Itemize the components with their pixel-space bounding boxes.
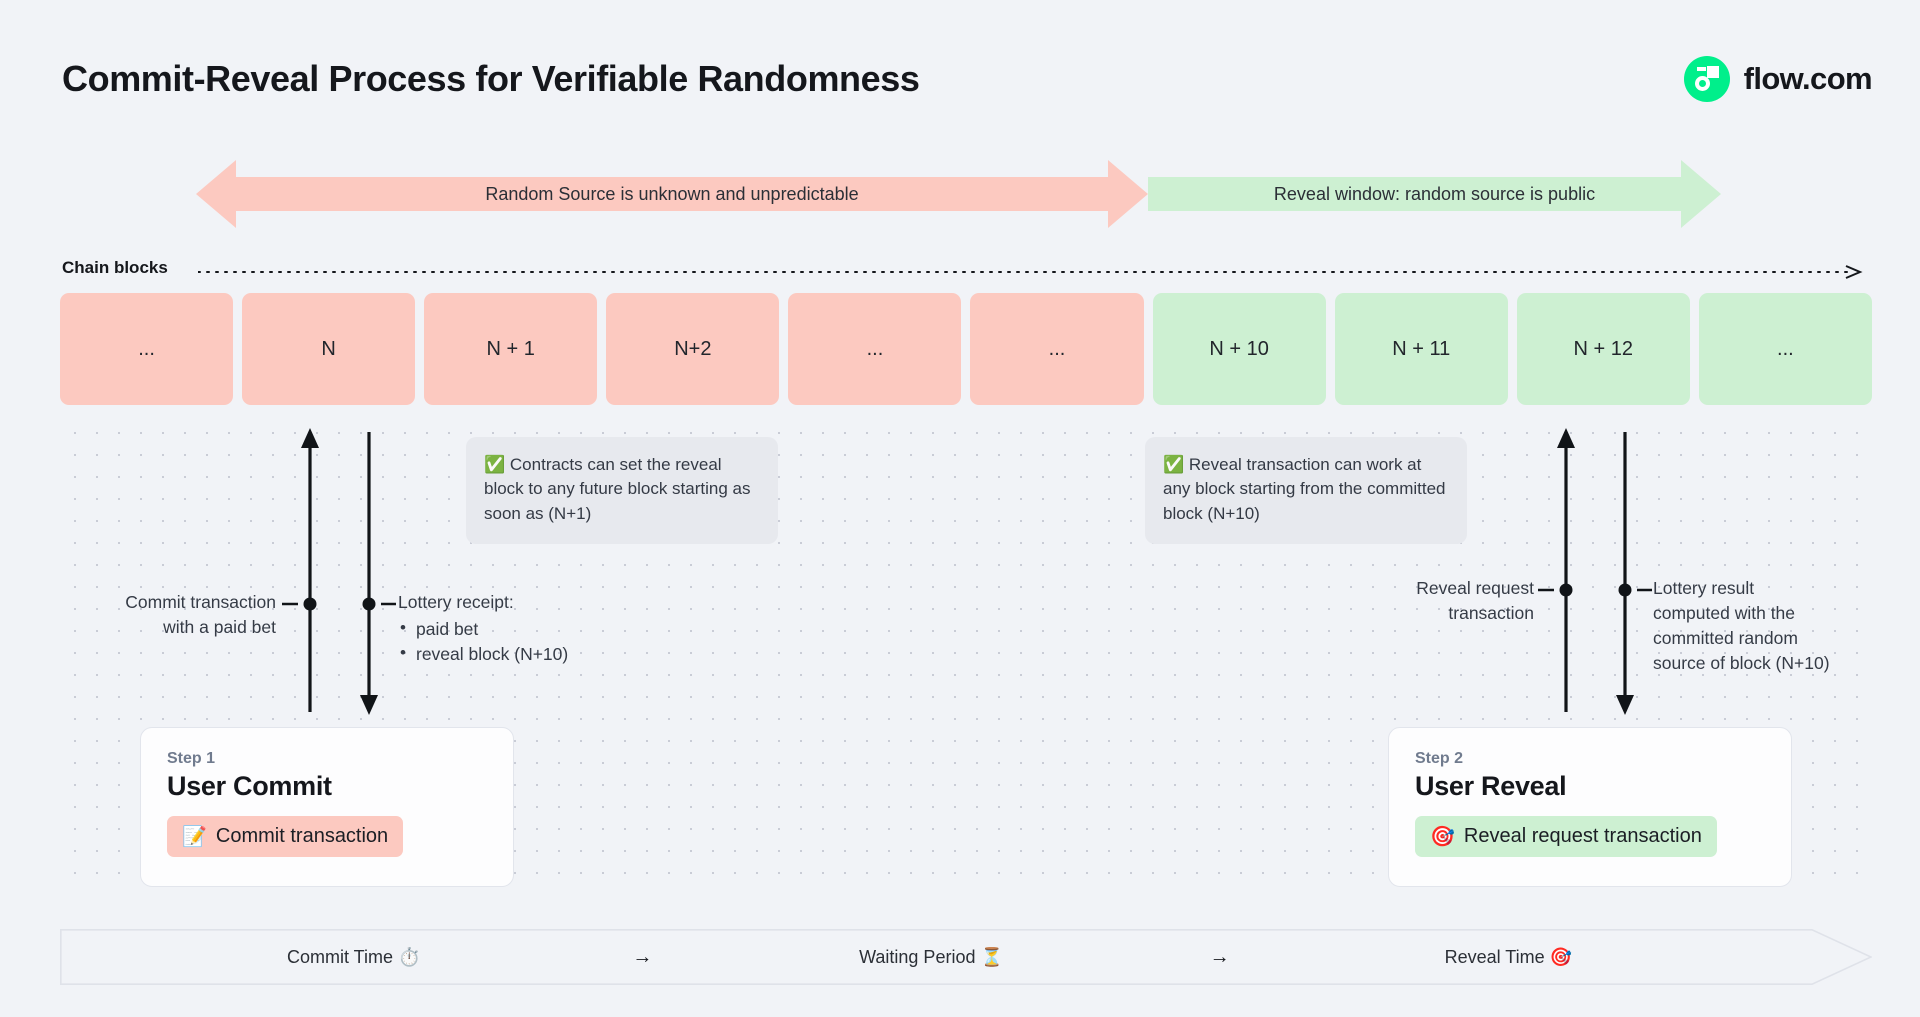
annotation-lottery-result: Lottery result computed with the committ… [1653,576,1893,675]
phase-banners: Random Source is unknown and unpredictab… [196,160,1721,228]
timeline-phase-reveal: Reveal Time 🎯 [1444,946,1573,967]
chain-block[interactable]: N+2 [606,293,780,405]
step-eyebrow: Step 2 [1415,750,1464,767]
chain-block[interactable]: N + 12 [1516,293,1690,405]
step-eyebrow: Step 1 [167,750,216,767]
step-card-user-reveal[interactable]: Step 2 User Reveal 🎯 Reveal request tran… [1388,727,1792,887]
header: Commit-Reveal Process for Verifiable Ran… [62,44,1873,114]
annotation-line: source of block (N+10) [1653,652,1830,673]
chain-block[interactable]: ... [60,293,234,405]
chain-blocks-row: ... N N + 1 N+2 ... ... N + 10 N + 11 N … [60,293,1872,405]
annotation-line: committed random [1653,627,1798,648]
banner-label: Reveal window: random source is public [1273,183,1596,204]
timeline-phase-commit: Commit Time ⏱️ [286,946,421,967]
callout-text: Contracts can set the reveal block to an… [484,455,751,523]
annotation-line: transaction [1448,602,1534,623]
right-arrow-shape-icon [1148,160,1721,228]
timeline-arrow-shape-icon [60,929,1872,985]
step-title: User Commit [167,771,332,801]
banner-random-source-unknown: Random Source is unknown and unpredictab… [196,160,1148,228]
arrow-right-icon: → [632,945,653,968]
check-mark-icon: ✅ [484,455,506,474]
annotation-lottery-receipt: Lottery receipt: paid bet reveal block (… [398,590,688,667]
arrow-right-icon: → [1209,945,1230,968]
annotation-line: Lottery result [1653,578,1755,598]
annotation-commit-transaction: Commit transaction with a paid bet [80,590,276,640]
brand-logo: flow.com [1683,56,1873,102]
annotation-line: computed with the [1653,602,1796,623]
step-pill-label: Commit transaction [215,825,389,847]
timeline-items: Commit Time ⏱️ → Waiting Period ⏳ → Reve… [60,929,1872,985]
annotation-line: with a paid bet [163,616,276,637]
timeline-phase-waiting: Waiting Period ⏳ [859,946,1003,967]
banner-label: Random Source is unknown and unpredictab… [485,183,859,204]
annotation-title: Lottery receipt: [398,592,514,612]
step-pill-commit-transaction[interactable]: 📝 Commit transaction [167,816,404,857]
memo-icon: 📝 [182,826,207,848]
chain-blocks-label: Chain blocks [62,258,168,277]
chain-block[interactable]: N + 1 [424,293,598,405]
list-item: paid bet [398,616,688,642]
step-pill-label: Reveal request transaction [1463,825,1702,847]
chain-block[interactable]: ... [970,293,1144,405]
annotation-line: Commit transaction [125,592,276,612]
callout-reveal-transaction-window: ✅ Reveal transaction can work at any blo… [1145,437,1467,545]
step-title: User Reveal [1415,771,1567,801]
target-icon: 🎯 [1430,826,1455,848]
chain-block[interactable]: ... [788,293,962,405]
step-pill-reveal-request-transaction[interactable]: 🎯 Reveal request transaction [1415,816,1717,857]
annotation-bullet-list: paid bet reveal block (N+10) [398,616,688,667]
chain-block[interactable]: ... [1698,293,1872,405]
chain-block[interactable]: N + 10 [1152,293,1326,405]
flow-logo-icon [1683,56,1730,102]
brand-name: flow.com [1743,61,1873,96]
chain-block[interactable]: N [242,293,416,405]
callout-text: Reveal transaction can work at any block… [1163,455,1446,523]
chain-axis-line [198,265,1863,279]
banner-reveal-window: Reveal window: random source is public [1148,160,1721,228]
step-card-user-commit[interactable]: Step 1 User Commit 📝 Commit transaction [140,727,514,887]
annotation-line: Reveal request [1416,578,1534,598]
page-title: Commit-Reveal Process for Verifiable Ran… [62,58,920,99]
chain-block[interactable]: N + 11 [1334,293,1508,405]
annotation-reveal-request: Reveal request transaction [1340,576,1534,626]
callout-contracts-reveal-block: ✅ Contracts can set the reveal block to … [466,437,778,545]
list-item: reveal block (N+10) [398,641,688,667]
check-mark-icon: ✅ [1163,455,1185,474]
double-arrow-shape-icon [196,160,1148,228]
phase-timeline: Commit Time ⏱️ → Waiting Period ⏳ → Reve… [60,929,1872,985]
